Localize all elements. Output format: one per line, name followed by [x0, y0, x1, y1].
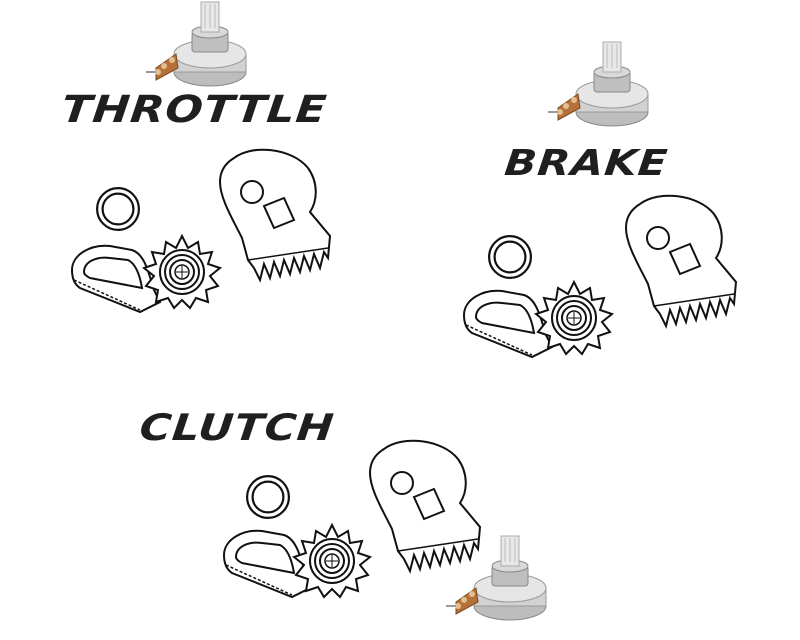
- washer-ring-icon: [246, 475, 290, 519]
- washer-ring-icon: [488, 235, 532, 279]
- washer-ring-icon: [96, 187, 140, 231]
- clutch-label: CLUTCH: [137, 407, 337, 450]
- brake-label: BRAKE: [502, 142, 671, 184]
- sector-gear-icon: [625, 194, 737, 327]
- pinion-gear-icon: [535, 281, 613, 355]
- potentiometer-icon: [445, 535, 547, 621]
- sector-gear-icon: [219, 148, 331, 281]
- potentiometer-icon: [547, 41, 649, 127]
- potentiometer-icon: [145, 1, 247, 87]
